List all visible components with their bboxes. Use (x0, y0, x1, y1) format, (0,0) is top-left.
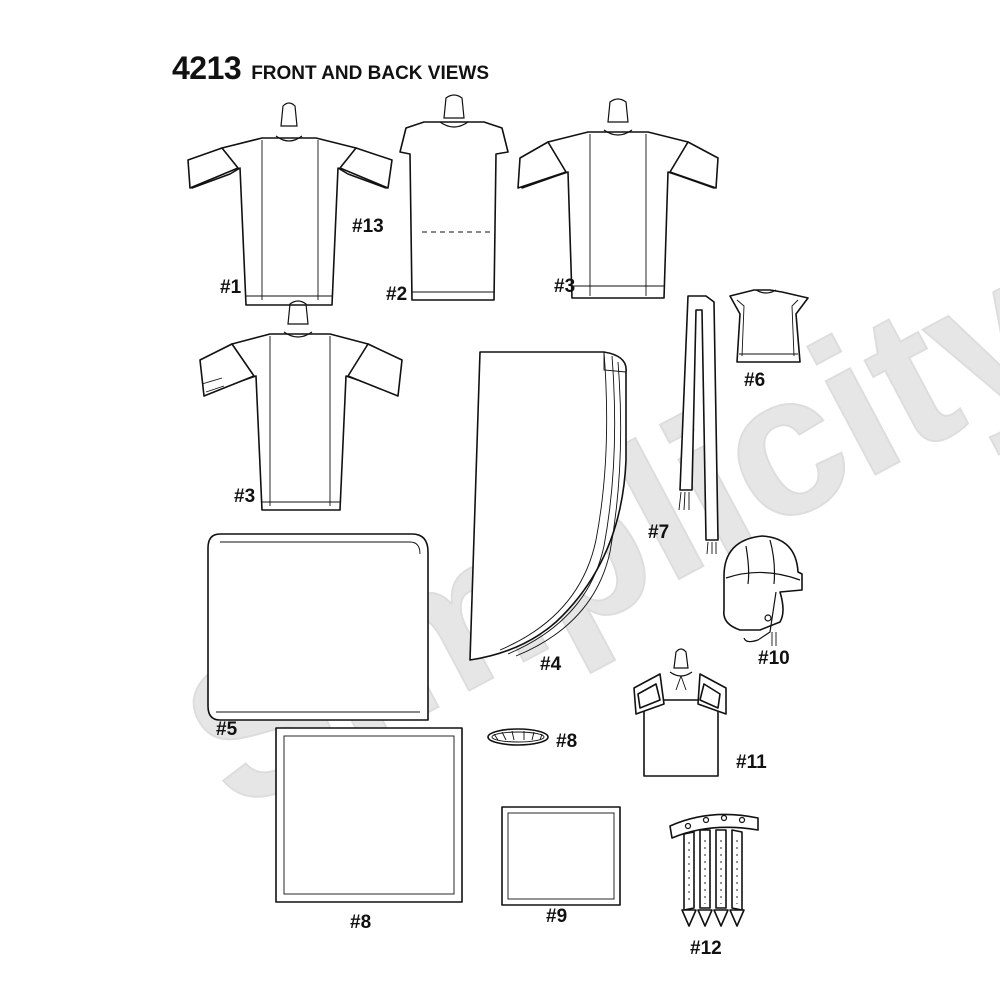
view-4-mantle (469, 351, 627, 661)
view-12-belt (669, 813, 759, 927)
view-9-square (501, 806, 621, 906)
label-view-5: #5 (216, 719, 238, 740)
view-8-square (275, 727, 463, 903)
label-view-1: #1 (220, 277, 242, 298)
label-view-4: #4 (540, 654, 562, 675)
label-view-10: #10 (758, 648, 790, 669)
label-view-8-square: #8 (350, 912, 372, 933)
label-view-11: #11 (736, 752, 767, 773)
label-view-9: #9 (546, 906, 568, 927)
label-view-7: #7 (648, 522, 670, 543)
page-title: FRONT AND BACK VIEWS (251, 63, 490, 84)
label-view-13: #13 (352, 216, 384, 237)
label-view-6: #6 (744, 370, 766, 391)
label-view-3-bottom: #3 (234, 486, 256, 507)
view-10-helmet (723, 535, 803, 646)
view-5-cloth (207, 533, 429, 721)
view-6-short-tunic (729, 289, 809, 363)
page-header: 4213 FRONT AND BACK VIEWS (172, 50, 489, 87)
view-11-armour (633, 648, 727, 777)
view-3-tunic-front (517, 98, 719, 299)
view-3-tunic-back (199, 300, 403, 511)
view-1-tunic (187, 102, 393, 306)
label-view-3-top: #3 (554, 276, 576, 297)
label-view-12: #12 (690, 938, 722, 959)
view-7-stole (678, 295, 719, 555)
view-2-tunic (399, 94, 509, 301)
view-8-circlet (487, 728, 549, 746)
pattern-number: 4213 (172, 50, 242, 86)
label-view-8-circlet: #8 (556, 731, 578, 752)
label-view-2: #2 (386, 284, 408, 305)
